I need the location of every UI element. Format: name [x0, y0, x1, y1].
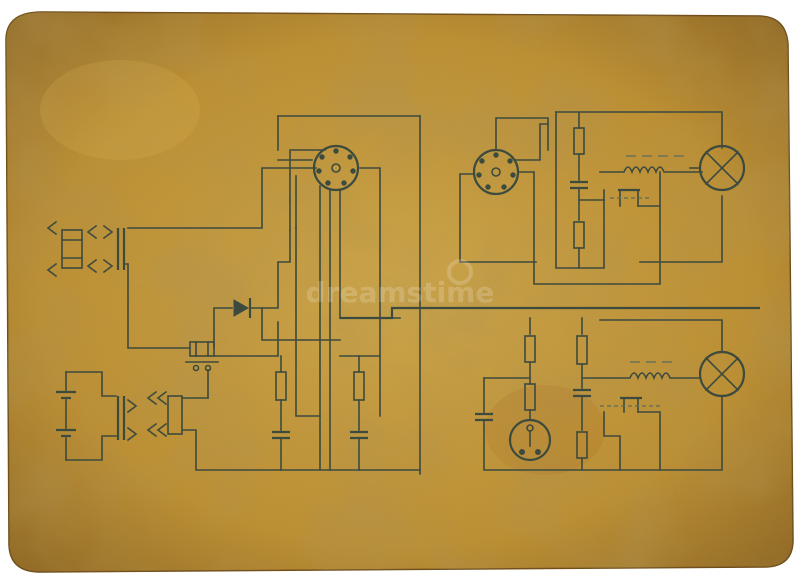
- connector-wire: [181, 429, 421, 471]
- paper-card: [5, 11, 794, 573]
- relay-wire: [213, 321, 279, 357]
- connector-jack-icon: [116, 390, 183, 442]
- tube-wire: [459, 173, 537, 263]
- battery-icon: [56, 371, 76, 461]
- stain-spot: [485, 385, 605, 475]
- diode-wire: [249, 229, 291, 309]
- capacitor-wire: [483, 395, 723, 471]
- diode-wire: [261, 307, 341, 341]
- paper-grain: [6, 12, 793, 572]
- relay-wire: [213, 307, 233, 349]
- stain-spot: [40, 60, 200, 160]
- tube-wire: [517, 171, 661, 285]
- tube-wire: [495, 117, 549, 151]
- schematic-drawing: [46, 111, 760, 475]
- tube-wire: [289, 149, 326, 201]
- inductor-coil-icon: [599, 155, 703, 175]
- coil-wire: [603, 411, 621, 471]
- connector-jack-icon: [46, 220, 126, 278]
- relay-contact-icon: [185, 341, 219, 372]
- tube-wire: [359, 167, 381, 417]
- top-frame-wire: [555, 111, 723, 149]
- link-wire: [295, 227, 321, 417]
- switch-contact-icon: [600, 396, 660, 413]
- battery-wire: [65, 371, 117, 397]
- indicator-lamp-icon: [698, 350, 746, 398]
- frame-wire: [599, 319, 723, 353]
- watermark-text: dreamstime: [306, 276, 495, 309]
- inductor-coil-icon: [581, 361, 701, 381]
- battery-wire: [65, 435, 117, 461]
- jack-wire: [123, 263, 191, 349]
- switch-contact-icon: [610, 188, 650, 207]
- watermark: dreamstime: [306, 259, 495, 309]
- tube-wire: [127, 167, 317, 229]
- frame-wire: [639, 195, 723, 263]
- watermark-logo-icon: [447, 259, 473, 285]
- frame-wire: [555, 111, 605, 269]
- meter-icon: [508, 418, 552, 462]
- coil-wire: [637, 411, 661, 471]
- tube-wire: [515, 123, 549, 161]
